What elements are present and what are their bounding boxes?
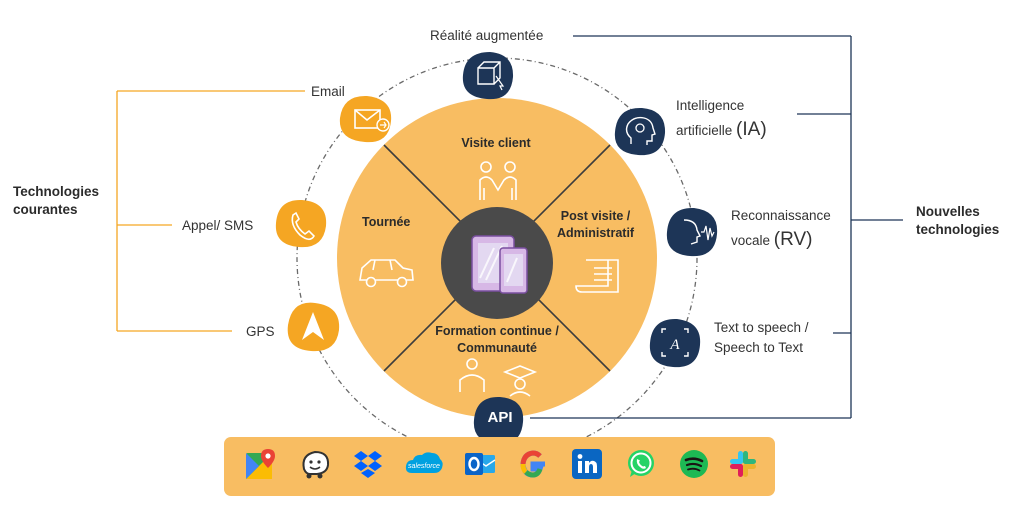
sector-label-tournee: Tournée xyxy=(362,215,411,229)
svg-text:A: A xyxy=(669,337,680,353)
label-rv: Reconnaissance vocale (RV) xyxy=(731,208,831,250)
google-icon xyxy=(516,447,550,481)
right-bracket xyxy=(530,35,903,419)
phone-bubble xyxy=(275,199,327,248)
label-gps: GPS xyxy=(246,324,275,339)
group-label-current: Technologies courantes xyxy=(13,184,100,218)
car-icon xyxy=(359,259,414,288)
gps-bubble xyxy=(287,302,340,352)
group-label-new: Nouvelles technologies xyxy=(916,204,1000,238)
devices-icon xyxy=(471,235,528,294)
voice-bubble xyxy=(666,207,718,257)
sector-label-formation: Formation continue / Communauté xyxy=(435,324,559,355)
svg-text:salesforce: salesforce xyxy=(408,463,440,470)
api-label: API xyxy=(487,409,513,426)
label-appel: Appel/ SMS xyxy=(182,218,254,233)
api-bubble xyxy=(473,396,524,445)
slack-icon xyxy=(726,447,760,481)
left-bracket xyxy=(116,90,305,332)
sector-label-post: Post visite / Administratif xyxy=(557,209,635,240)
student-teacher-icon xyxy=(459,358,538,397)
label-email: Email xyxy=(311,84,345,99)
outlook-icon xyxy=(463,447,497,481)
dropbox-icon xyxy=(351,447,385,481)
whatsapp-icon xyxy=(624,447,658,481)
linkedin-icon xyxy=(570,447,604,481)
document-icon xyxy=(575,259,619,293)
sector-label-visite: Visite client xyxy=(461,136,531,150)
email-bubble xyxy=(339,95,392,143)
tts-bubble: A xyxy=(649,318,701,368)
handshake-icon xyxy=(479,161,517,200)
waze-icon xyxy=(298,447,332,481)
salesforce-icon: salesforce xyxy=(404,447,444,481)
label-tts: Text to speech / Speech to Text xyxy=(714,320,809,355)
spotify-icon xyxy=(677,447,711,481)
label-ia: Intelligence artificielle (IA) xyxy=(676,98,767,140)
app-icons-bar: salesforce xyxy=(224,437,775,496)
ai-bubble xyxy=(614,107,666,156)
google-maps-icon xyxy=(244,447,278,481)
label-realite: Réalité augmentée xyxy=(430,28,544,43)
ar-bubble xyxy=(462,52,514,100)
